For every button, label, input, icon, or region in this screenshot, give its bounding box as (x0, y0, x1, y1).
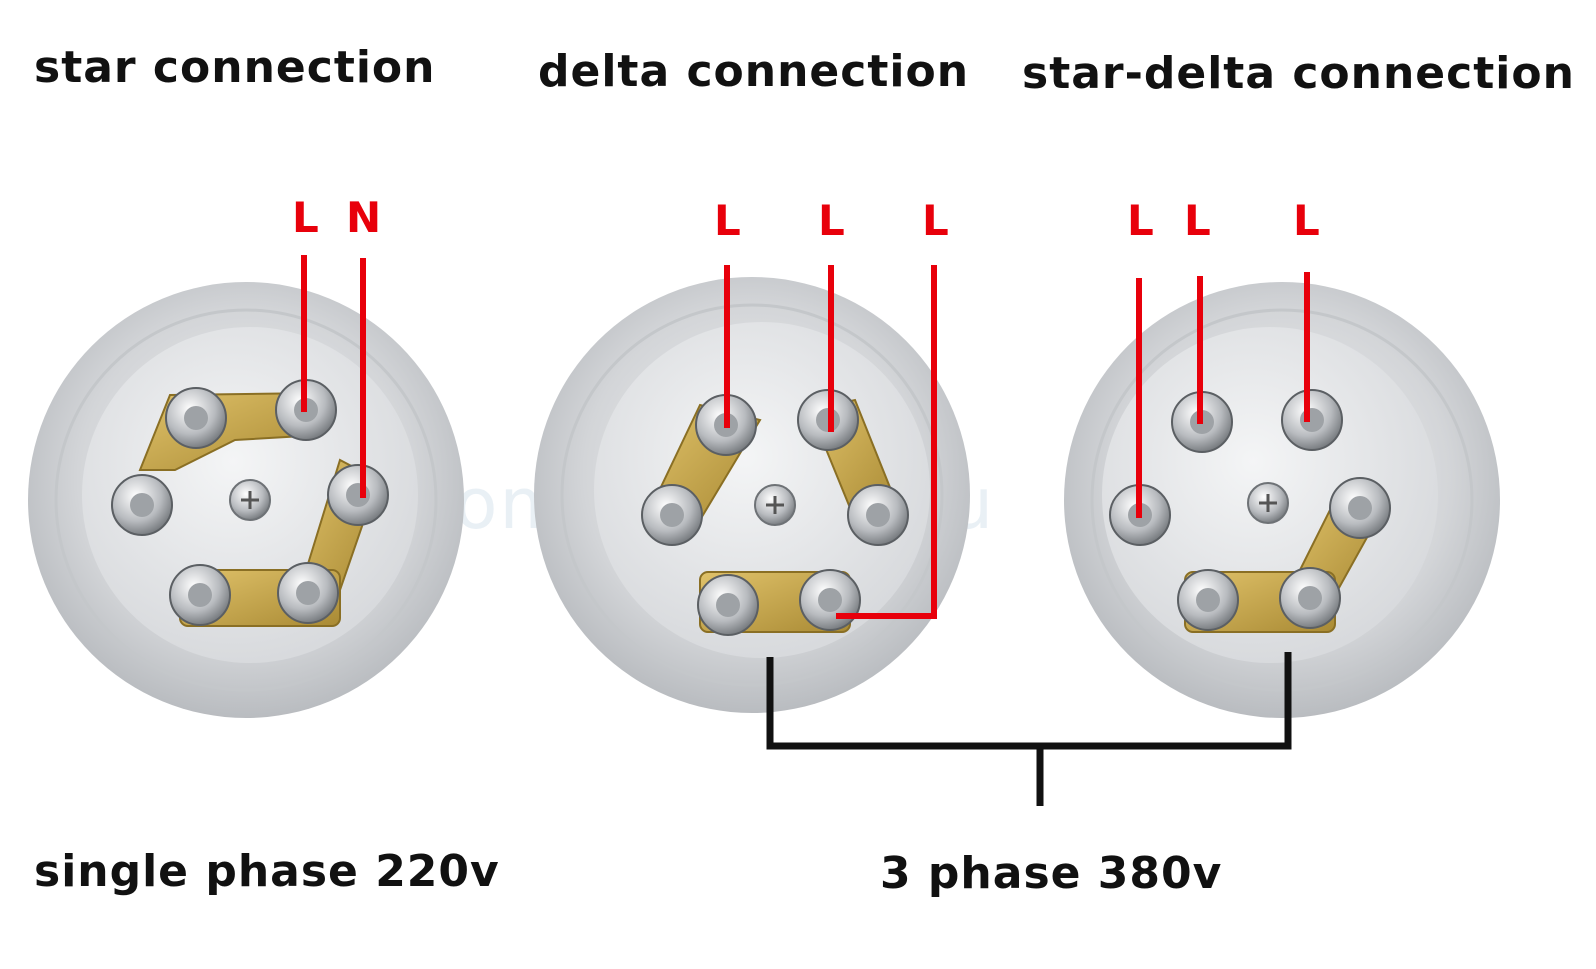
terminal-nut (847, 484, 909, 546)
delta-wire-label-2: L (818, 196, 845, 245)
terminal-nut (1177, 569, 1239, 631)
star-delta-wire-label-2: L (1184, 196, 1211, 245)
terminal-nut (1279, 567, 1341, 629)
terminal-nut (277, 562, 339, 624)
center-screw-icon (1247, 482, 1289, 524)
star-delta-wire-label-1: L (1127, 196, 1154, 245)
star-wire-label-l: L (292, 193, 319, 242)
terminal-nut (641, 484, 703, 546)
star-connection-heading: star connection (34, 42, 436, 93)
star-delta-wire-label-3: L (1293, 196, 1320, 245)
star-wires: L N (292, 193, 381, 498)
center-screw-icon (754, 484, 796, 526)
terminal-nut (165, 387, 227, 449)
three-phase-bracket (766, 652, 1292, 806)
single-phase-label: single phase 220v (34, 846, 500, 897)
delta-flange (534, 277, 970, 713)
star-delta-wires: L L L (1127, 196, 1320, 518)
terminal-nut (111, 474, 173, 536)
star-wire-label-n: N (346, 193, 381, 242)
delta-wires: L L L (714, 196, 949, 619)
terminal-nut (799, 569, 861, 631)
terminal-nut (327, 464, 389, 526)
delta-wire-label-3: L (922, 196, 949, 245)
delta-connection-heading: delta connection (538, 46, 970, 97)
star-delta-connection-heading: star-delta connection (1022, 48, 1575, 99)
terminal-nut (1329, 477, 1391, 539)
center-screw-icon (229, 479, 271, 521)
delta-wire-label-1: L (714, 196, 741, 245)
terminal-nut (697, 574, 759, 636)
terminal-nut (1281, 389, 1343, 451)
three-phase-label: 3 phase 380v (880, 848, 1223, 899)
terminal-nut (169, 564, 231, 626)
